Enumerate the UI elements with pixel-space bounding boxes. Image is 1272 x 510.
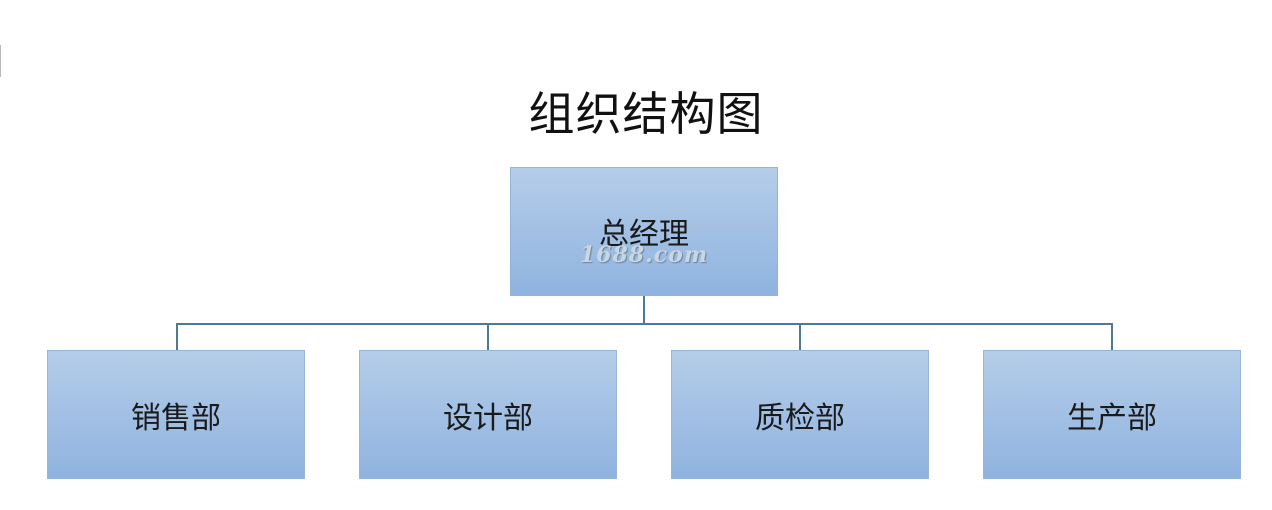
org-node-label: 质检部: [755, 400, 845, 436]
connector-to-design: [487, 323, 489, 350]
org-node-label: 设计部: [443, 400, 533, 436]
connector-to-production: [1111, 323, 1113, 350]
connector-to-quality: [799, 323, 801, 350]
connector-to-sales: [176, 323, 178, 350]
org-node-general-manager[interactable]: 总经理 1688.com: [510, 167, 778, 296]
org-node-sales[interactable]: 销售部: [47, 350, 305, 479]
org-node-design[interactable]: 设计部: [359, 350, 617, 479]
org-node-label: 销售部: [131, 400, 221, 436]
text-cursor-mark: [0, 45, 1, 77]
org-node-quality-inspection[interactable]: 质检部: [671, 350, 929, 479]
connector-horizontal-bar: [176, 323, 1113, 325]
org-node-label: 总经理: [599, 216, 689, 252]
chart-title: 组织结构图: [528, 87, 764, 141]
org-node-production[interactable]: 生产部: [983, 350, 1241, 479]
watermark: 1688.com: [579, 242, 709, 268]
org-node-label: 生产部: [1067, 400, 1157, 436]
connector-root-down: [643, 296, 645, 324]
